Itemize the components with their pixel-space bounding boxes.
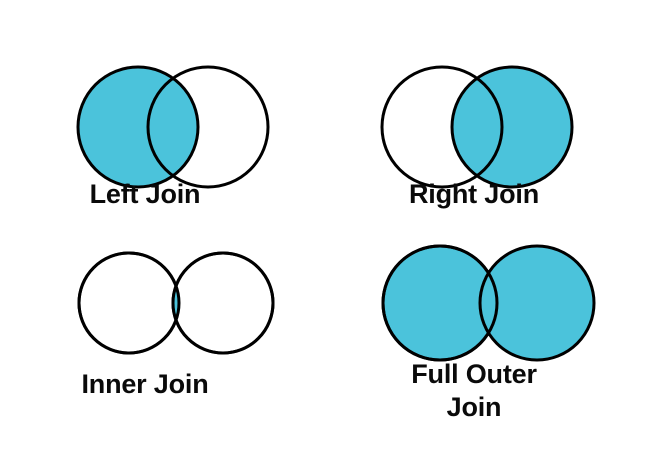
venn-arc-overlay-left-join xyxy=(146,67,198,187)
diagram-left-join: Left Join xyxy=(0,20,327,238)
venn-svg-full-outer-join xyxy=(381,244,596,362)
venn-svg-left-join xyxy=(76,65,270,189)
diagram-inner-join: Inner Join xyxy=(0,228,327,428)
diagram-right-join: Right Join xyxy=(327,20,654,238)
venn-outline-left-full-outer-join xyxy=(381,244,499,362)
venn-arc-overlay-right-join xyxy=(452,67,504,187)
venn-svg-inner-join xyxy=(77,251,275,355)
venn-circle-right-full-outer-join xyxy=(478,244,596,362)
diagram-label-right-join: Right Join xyxy=(409,179,539,209)
venn-circle-left-left-join xyxy=(76,65,200,189)
venn-circle-right-right-join xyxy=(450,65,574,189)
venn-outline-left-inner-join xyxy=(77,251,181,355)
diagram-label-left-join: Left Join xyxy=(89,179,201,209)
venn-svg-right-join xyxy=(380,65,574,189)
diagram-full-outer-join: Full Outer Join xyxy=(327,218,654,474)
venn-outline-right-inner-join xyxy=(171,251,275,355)
diagram-label-full-outer-join: Full Outer Join xyxy=(411,359,537,422)
diagram-label-inner-join: Inner Join xyxy=(81,369,209,399)
